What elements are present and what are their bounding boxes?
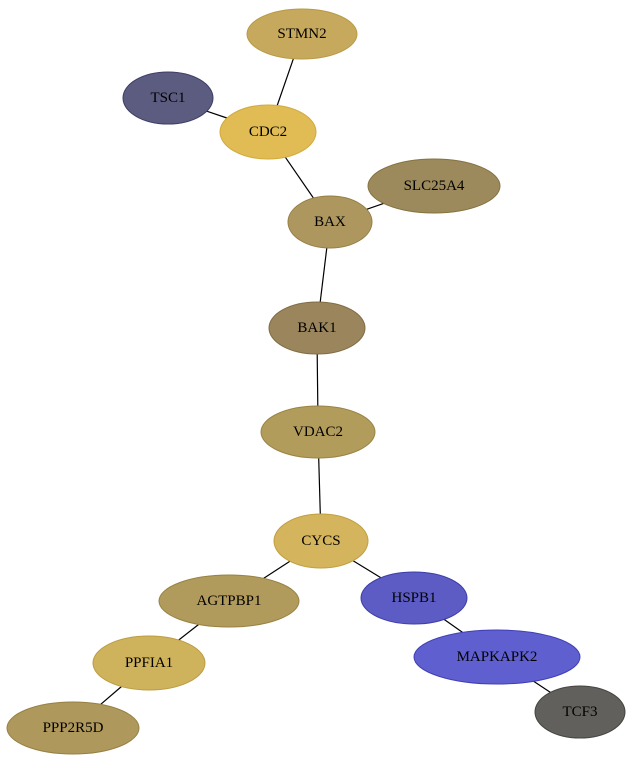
node-label: STMN2 <box>277 26 326 42</box>
edge-slc25a4-bax <box>366 202 384 210</box>
edge-tsc1-cdc2 <box>206 110 228 119</box>
node-tcf3[interactable]: TCF3 <box>534 685 626 739</box>
node-ellipse <box>273 513 369 569</box>
node-cdc2[interactable]: CDC2 <box>219 104 317 160</box>
node-label: BAX <box>314 214 346 230</box>
edge-cycs-hspb1 <box>352 560 382 579</box>
edge-stmn2-cdc2 <box>276 58 294 106</box>
node-label: TSC1 <box>150 90 185 106</box>
edge-cycs-agtpbp1 <box>263 560 291 579</box>
node-label: VDAC2 <box>293 424 343 440</box>
node-stmn2[interactable]: STMN2 <box>246 8 358 60</box>
node-label: SLC25A4 <box>404 178 465 194</box>
node-ellipse <box>268 301 366 355</box>
edge-bak1-vdac2 <box>316 353 319 407</box>
node-bax[interactable]: BAX <box>287 195 373 249</box>
node-label: HSPB1 <box>391 590 436 606</box>
node-ellipse <box>534 685 626 739</box>
node-ppp2r5d[interactable]: PPP2R5D <box>6 701 140 755</box>
node-bak1[interactable]: BAK1 <box>268 301 366 355</box>
node-ellipse <box>92 635 206 691</box>
node-label: CDC2 <box>249 124 287 140</box>
edges-layer <box>100 58 551 705</box>
node-agtpbp1[interactable]: AGTPBP1 <box>158 574 300 628</box>
edge-agtpbp1-ppfia1 <box>178 623 200 641</box>
node-ellipse <box>6 701 140 755</box>
node-ellipse <box>367 158 501 214</box>
node-label: MAPKAPK2 <box>457 649 538 665</box>
edge-bax-bak1 <box>319 247 328 303</box>
node-hspb1[interactable]: HSPB1 <box>360 571 468 625</box>
edge-mapkapk2-tcf3 <box>533 680 551 693</box>
node-ppfia1[interactable]: PPFIA1 <box>92 635 206 691</box>
edge-cdc2-bax <box>284 156 314 199</box>
node-slc25a4[interactable]: SLC25A4 <box>367 158 501 214</box>
node-ellipse <box>287 195 373 249</box>
node-cycs[interactable]: CYCS <box>273 513 369 569</box>
node-label: PPFIA1 <box>125 655 173 671</box>
node-ellipse <box>122 71 214 125</box>
node-label: CYCS <box>301 533 340 549</box>
node-ellipse <box>219 104 317 160</box>
node-mapkapk2[interactable]: MAPKAPK2 <box>413 629 581 685</box>
node-label: PPP2R5D <box>43 720 104 736</box>
node-tsc1[interactable]: TSC1 <box>122 71 214 125</box>
node-vdac2[interactable]: VDAC2 <box>260 405 376 459</box>
edge-vdac2-cycs <box>318 457 321 515</box>
node-ellipse <box>158 574 300 628</box>
node-label: TCF3 <box>562 704 597 720</box>
node-ellipse <box>246 8 358 60</box>
node-label: BAK1 <box>297 320 336 336</box>
edge-ppfia1-ppp2r5d <box>100 686 122 705</box>
node-label: AGTPBP1 <box>196 593 261 609</box>
node-ellipse <box>413 629 581 685</box>
node-ellipse <box>360 571 468 625</box>
edge-hspb1-mapkapk2 <box>443 618 463 633</box>
node-ellipse <box>260 405 376 459</box>
